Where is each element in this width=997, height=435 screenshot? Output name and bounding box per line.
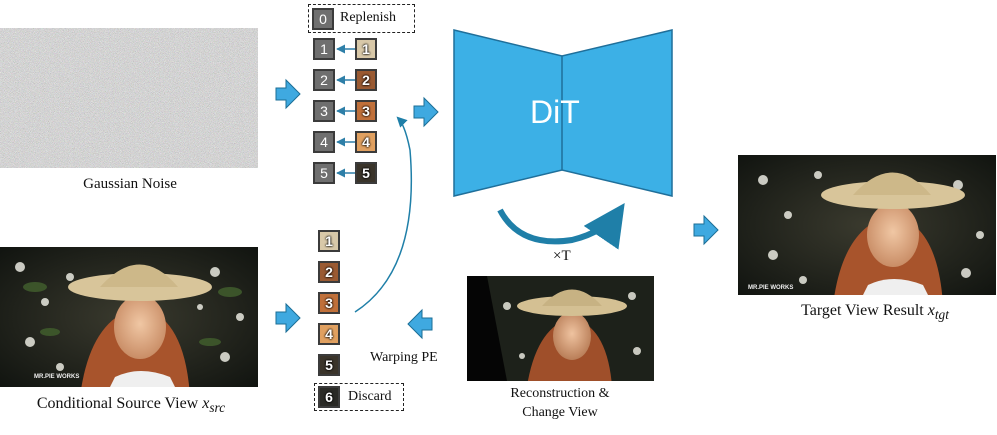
noisy-patch-1: 1 [355, 38, 377, 60]
replenish-label: Replenish [340, 10, 396, 25]
times-t-label: ×T [553, 248, 571, 264]
warped-portrait [487, 276, 654, 381]
noisy-token-4: 4 [313, 131, 335, 153]
gaussian-noise-caption: Gaussian Noise [83, 176, 177, 192]
source-patch-2: 2 [318, 261, 340, 283]
replenish-box [308, 4, 415, 33]
target-portrait [738, 155, 996, 295]
warping-pe-label: Warping PE [370, 350, 438, 365]
noisy-patch-5: 5 [355, 162, 377, 184]
gaussian-noise-image [0, 28, 258, 168]
discard-label: Discard [348, 389, 392, 404]
loop-arrow [497, 203, 625, 250]
noisy-token-1: 1 [313, 38, 335, 60]
target-view-caption: Target View Result xtgt [801, 302, 949, 323]
noisy-patch-2: 2 [355, 69, 377, 91]
reconstruction-image [467, 276, 654, 381]
recon-caption-line1: Reconstruction & [510, 386, 610, 401]
target-watermark: MR.PIE WORKS [748, 285, 794, 291]
source-var: x [202, 395, 210, 412]
source-patch-4: 4 [318, 323, 340, 345]
source-view-caption: Conditional Source View xsrc [36, 395, 226, 416]
portrait-photo [0, 247, 258, 387]
block-arrow-to-dit [413, 96, 439, 128]
target-sub: tgt [934, 307, 949, 323]
noisy-token-2: 2 [313, 69, 335, 91]
discard-box [314, 383, 404, 411]
block-arrow-to-target [693, 214, 719, 246]
source-patch-5: 5 [318, 354, 340, 376]
source-view-image: MR.PIE WORKS [0, 247, 258, 387]
dit-label: DiT [530, 94, 580, 130]
noisy-token-5: 5 [313, 162, 335, 184]
noisy-token-3: 3 [313, 100, 335, 122]
patch-to-token-arrows [336, 44, 355, 178]
target-view-image: MR.PIE WORKS [738, 155, 996, 295]
noisy-patch-3: 3 [355, 100, 377, 122]
noisy-patch-4: 4 [355, 131, 377, 153]
recon-caption-line2: Change View [522, 405, 598, 420]
block-arrow-warping [407, 308, 433, 340]
noise-texture [0, 28, 258, 168]
dit-block [453, 29, 673, 197]
target-var: x [927, 302, 935, 319]
replenish-token: 0 [312, 8, 334, 30]
block-arrow-noise [275, 78, 301, 110]
source-sub: src [209, 400, 226, 416]
block-arrow-source [275, 302, 301, 334]
warp-curve [354, 116, 413, 313]
discard-patch: 6 [318, 386, 340, 408]
source-patch-3: 3 [318, 292, 340, 314]
watermark-text: MR.PIE WORKS [34, 374, 80, 380]
source-patch-1: 1 [318, 230, 340, 252]
